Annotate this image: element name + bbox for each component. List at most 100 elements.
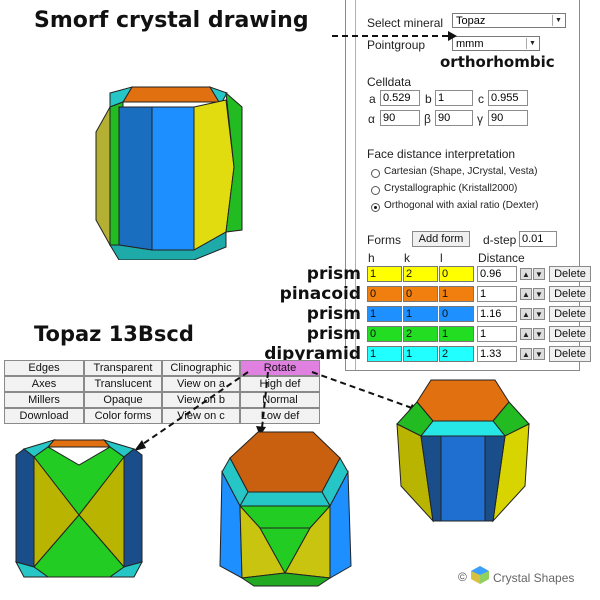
- face-distance-label: Face distance interpretation: [367, 147, 516, 161]
- clinographic-button[interactable]: Clinographic: [162, 360, 240, 376]
- mineral-select[interactable]: Topaz ▼: [452, 13, 566, 28]
- opaque-button[interactable]: Opaque: [84, 392, 162, 408]
- normal-button[interactable]: Normal: [240, 392, 320, 408]
- form-name: dipyramid: [264, 344, 361, 364]
- form-k-input[interactable]: 1: [403, 346, 438, 362]
- form-name: prism: [306, 324, 361, 344]
- delete-form-button[interactable]: Delete: [549, 286, 591, 302]
- millers-button[interactable]: Millers: [4, 392, 84, 408]
- distance-down-icon[interactable]: ▼: [533, 308, 545, 320]
- cell-a-input[interactable]: 0.529: [380, 90, 420, 106]
- form-l-input[interactable]: 0: [439, 266, 474, 282]
- distance-up-icon[interactable]: ▲: [520, 348, 532, 360]
- cell-beta-label: β: [424, 112, 431, 126]
- view-on-c-button[interactable]: View on c: [162, 408, 240, 424]
- header-h: h: [368, 251, 375, 265]
- form-name: prism: [306, 264, 361, 284]
- mineral-select-value: Topaz: [456, 15, 486, 27]
- distance-down-icon[interactable]: ▼: [533, 348, 545, 360]
- crystal-name-title: Topaz 13Bscd: [34, 322, 194, 346]
- header-distance: Distance: [478, 251, 525, 265]
- header-l: l: [440, 251, 443, 265]
- form-distance-input[interactable]: 1.33: [477, 346, 517, 362]
- radio-crystallographic-label: Crystallographic (Kristall2000): [384, 183, 518, 194]
- page-title: Smorf crystal drawing: [34, 8, 309, 33]
- cell-alpha-label: α: [368, 112, 375, 126]
- form-h-input[interactable]: 1: [367, 306, 402, 322]
- form-l-input[interactable]: 1: [439, 286, 474, 302]
- dstep-label: d-step: [483, 233, 517, 247]
- distance-down-icon[interactable]: ▼: [533, 288, 545, 300]
- transparent-button[interactable]: Transparent: [84, 360, 162, 376]
- high-def-button[interactable]: High def: [240, 376, 320, 392]
- pointgroup-select[interactable]: mmm ▼: [452, 36, 540, 51]
- delete-form-button[interactable]: Delete: [549, 346, 591, 362]
- download-button[interactable]: Download: [4, 408, 84, 424]
- dstep-input[interactable]: 0.01: [519, 231, 557, 247]
- cell-a-label: a: [369, 92, 376, 106]
- celldata-label: Celldata: [367, 75, 412, 89]
- distance-up-icon[interactable]: ▲: [520, 288, 532, 300]
- form-h-input[interactable]: 1: [367, 346, 402, 362]
- radio-cartesian-label: Cartesian (Shape, JCrystal, Vesta): [384, 166, 538, 177]
- form-distance-input[interactable]: 0.96: [477, 266, 517, 282]
- cell-gamma-input[interactable]: 90: [488, 110, 528, 126]
- cell-b-input[interactable]: 1: [435, 90, 473, 106]
- distance-down-icon[interactable]: ▼: [533, 268, 545, 280]
- radio-orthogonal-label: Orthogonal with axial ratio (Dexter): [384, 200, 539, 211]
- cell-c-input[interactable]: 0.955: [488, 90, 528, 106]
- form-k-input[interactable]: 2: [403, 266, 438, 282]
- radio-crystallographic[interactable]: [371, 186, 380, 195]
- delete-form-button[interactable]: Delete: [549, 306, 591, 322]
- brand-name: Crystal Shapes: [493, 571, 575, 585]
- distance-down-icon[interactable]: ▼: [533, 328, 545, 340]
- view-on-a-button[interactable]: View on a: [162, 376, 240, 392]
- axes-button[interactable]: Axes: [4, 376, 84, 392]
- select-mineral-label: Select mineral: [367, 16, 444, 30]
- cell-beta-input[interactable]: 90: [435, 110, 473, 126]
- forms-label: Forms: [367, 233, 401, 247]
- form-name: pinacoid: [279, 284, 361, 304]
- pointgroup-pointer-arrow: [332, 31, 457, 41]
- form-name: prism: [306, 304, 361, 324]
- crystal-view-1: [15, 439, 143, 578]
- form-distance-input[interactable]: 1.16: [477, 306, 517, 322]
- header-k: k: [404, 251, 410, 265]
- form-k-input[interactable]: 1: [403, 306, 438, 322]
- crystal-system-caption: orthorhombic: [440, 53, 555, 71]
- low-def-button[interactable]: Low def: [240, 408, 320, 424]
- delete-form-button[interactable]: Delete: [549, 266, 591, 282]
- form-distance-input[interactable]: 1: [477, 326, 517, 342]
- delete-form-button[interactable]: Delete: [549, 326, 591, 342]
- radio-cartesian[interactable]: [371, 169, 380, 178]
- form-h-input[interactable]: 0: [367, 326, 402, 342]
- radio-orthogonal[interactable]: [371, 203, 380, 212]
- form-k-input[interactable]: 2: [403, 326, 438, 342]
- chevron-down-icon: ▼: [526, 38, 538, 49]
- chevron-down-icon: ▼: [552, 15, 564, 26]
- form-distance-input[interactable]: 1: [477, 286, 517, 302]
- crystal-view-2: [219, 431, 352, 587]
- cell-c-label: c: [478, 92, 484, 106]
- form-k-input[interactable]: 0: [403, 286, 438, 302]
- color-forms-button[interactable]: Color forms: [84, 408, 162, 424]
- form-l-input[interactable]: 1: [439, 326, 474, 342]
- copyright-symbol: ©: [458, 570, 467, 584]
- distance-up-icon[interactable]: ▲: [520, 308, 532, 320]
- panel-divider: [355, 0, 356, 370]
- add-form-button[interactable]: Add form: [412, 231, 470, 247]
- cell-alpha-input[interactable]: 90: [380, 110, 420, 126]
- form-h-input[interactable]: 0: [367, 286, 402, 302]
- cell-b-label: b: [425, 92, 432, 106]
- rotate-button[interactable]: Rotate: [240, 360, 320, 376]
- pointgroup-select-value: mmm: [456, 38, 484, 50]
- crystal-view-3: [396, 379, 530, 523]
- form-h-input[interactable]: 1: [367, 266, 402, 282]
- form-l-input[interactable]: 0: [439, 306, 474, 322]
- distance-up-icon[interactable]: ▲: [520, 268, 532, 280]
- crystal-shapes-logo-icon: [471, 566, 489, 584]
- edges-button[interactable]: Edges: [4, 360, 84, 376]
- distance-up-icon[interactable]: ▲: [520, 328, 532, 340]
- translucent-button[interactable]: Translucent: [84, 376, 162, 392]
- form-l-input[interactable]: 2: [439, 346, 474, 362]
